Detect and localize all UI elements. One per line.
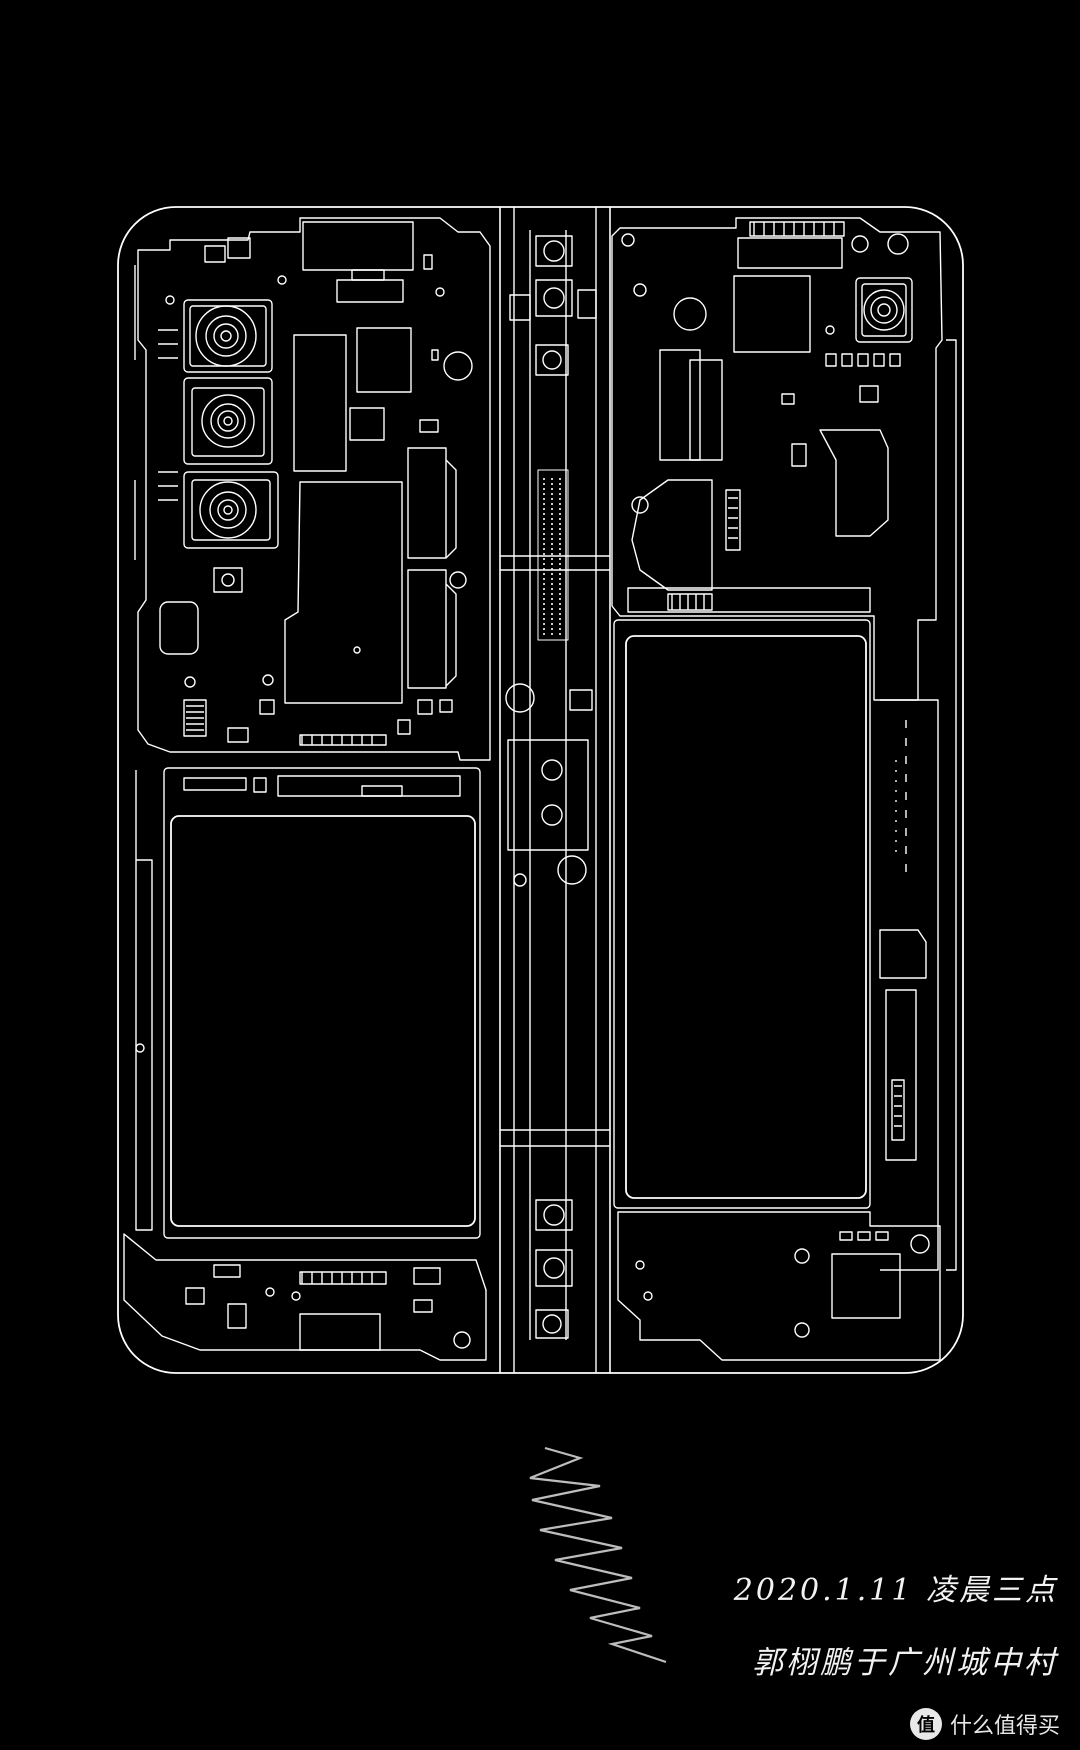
scribble-signature xyxy=(529,1446,667,1664)
right-half xyxy=(611,217,957,1361)
right-bottom-board xyxy=(617,1211,941,1361)
hinge-assembly xyxy=(500,207,610,1373)
soc-shield xyxy=(284,481,403,704)
caption-place: 郭栩鹏于广州城中村 xyxy=(752,1645,1058,1681)
camera-module-1 xyxy=(183,299,273,373)
left-battery xyxy=(163,767,481,1239)
left-mainboard xyxy=(137,217,491,761)
camera-module-2 xyxy=(183,377,273,465)
right-battery xyxy=(613,587,871,1209)
site-watermark: 值 什么值得买 xyxy=(909,1704,1060,1744)
left-bottom-board xyxy=(123,1233,487,1361)
left-half xyxy=(123,217,491,1361)
right-mainboard xyxy=(611,217,943,701)
watermark-badge-icon: 值 xyxy=(909,1708,942,1740)
caption-date: 2020.1.11 凌晨三点 xyxy=(733,1573,1058,1608)
camera-module-3 xyxy=(183,471,279,549)
device-outline xyxy=(117,206,964,1374)
rear-camera-module xyxy=(855,277,913,343)
watermark-text: 什么值得买 xyxy=(949,1714,1060,1739)
